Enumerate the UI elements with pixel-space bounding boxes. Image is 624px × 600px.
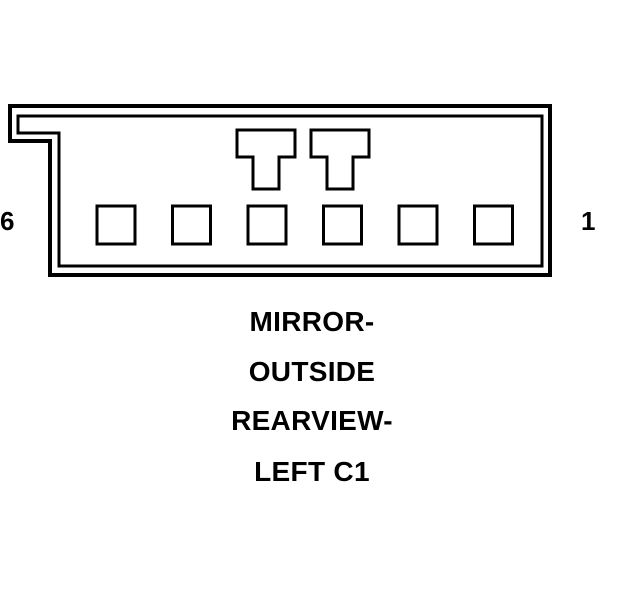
key-tabs: [235, 128, 371, 191]
pin-cavity-3: [322, 204, 363, 246]
pin-cavity-4: [246, 204, 288, 246]
key-tab-1: [235, 128, 297, 191]
pin-cavity-5: [171, 204, 212, 246]
connector-housing-inner: [16, 114, 544, 268]
connector-caption-line-3: REARVIEW-: [231, 405, 393, 436]
connector-housing-outer: [8, 104, 552, 277]
pin-number-label-left: 6: [0, 206, 15, 236]
key-tab-2: [309, 128, 371, 191]
connector-caption-line-2: OUTSIDE: [248, 356, 376, 387]
pin-cavity-6: [95, 204, 137, 246]
pin-cavities: [95, 204, 514, 246]
connector-caption-line-4: LEFT C1: [254, 456, 370, 487]
connector-caption-line-1: MIRROR-: [249, 306, 375, 337]
pin-cavity-2: [397, 204, 439, 246]
pin-cavity-1: [473, 204, 514, 246]
pin-number-label-right: 1: [581, 206, 596, 236]
